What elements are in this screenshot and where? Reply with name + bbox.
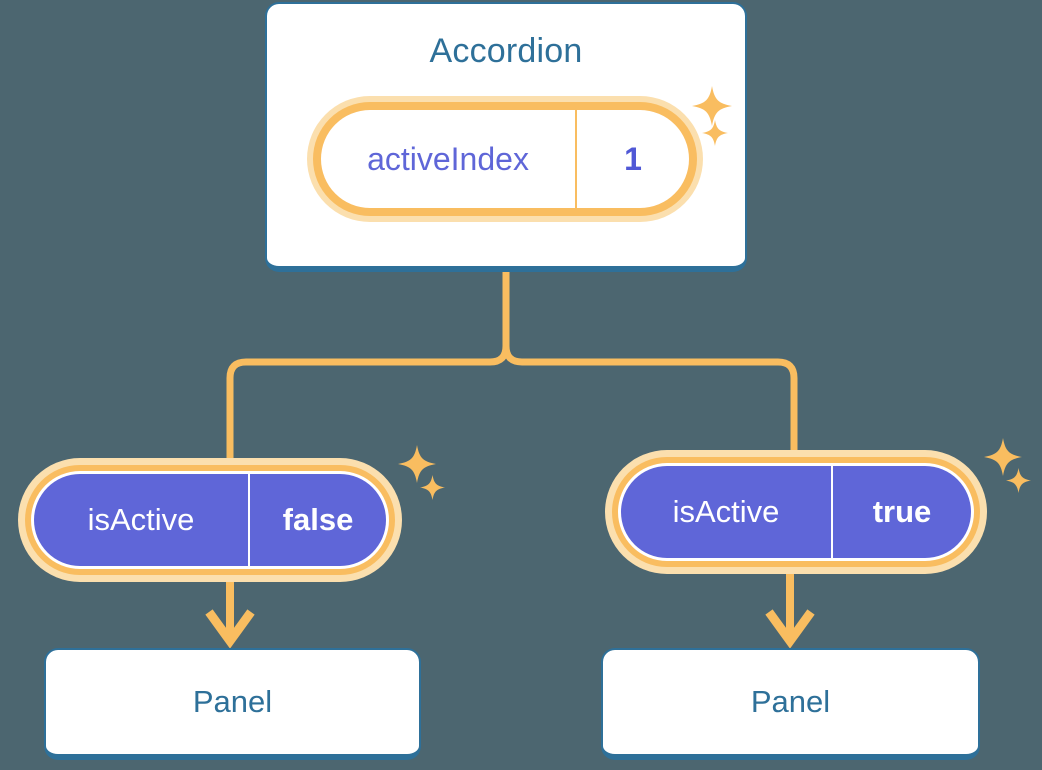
sparkle-icon (702, 120, 728, 146)
left-is-active-value: false (282, 502, 354, 537)
right-is-active-value: true (872, 494, 932, 529)
arrow-head-left-icon (205, 609, 255, 649)
left-is-active-key: isActive (34, 474, 250, 566)
active-index-badge[interactable]: activeIndex 1 (321, 110, 689, 208)
connector-root-to-right (502, 268, 798, 456)
active-index-key: activeIndex (321, 110, 577, 208)
active-index-value: 1 (624, 140, 642, 177)
arrow-head-right-icon (765, 609, 815, 649)
sparkle-icon (1006, 468, 1031, 493)
right-is-active-badge[interactable]: isActive true (621, 466, 971, 558)
sparkle-icon (692, 86, 732, 126)
sparkle-icon (398, 445, 436, 483)
right-panel-title: Panel (750, 684, 831, 719)
sparkle-icon (984, 438, 1022, 476)
accordion-title: Accordion (429, 32, 583, 70)
right-is-active-key: isActive (621, 466, 833, 558)
left-is-active-badge[interactable]: isActive false (34, 474, 386, 566)
left-panel-title: Panel (192, 684, 273, 719)
left-panel-card[interactable]: Panel (44, 648, 421, 760)
right-panel-card[interactable]: Panel (601, 648, 980, 760)
sparkle-icon (420, 475, 445, 500)
connector-root-to-left (226, 268, 510, 466)
